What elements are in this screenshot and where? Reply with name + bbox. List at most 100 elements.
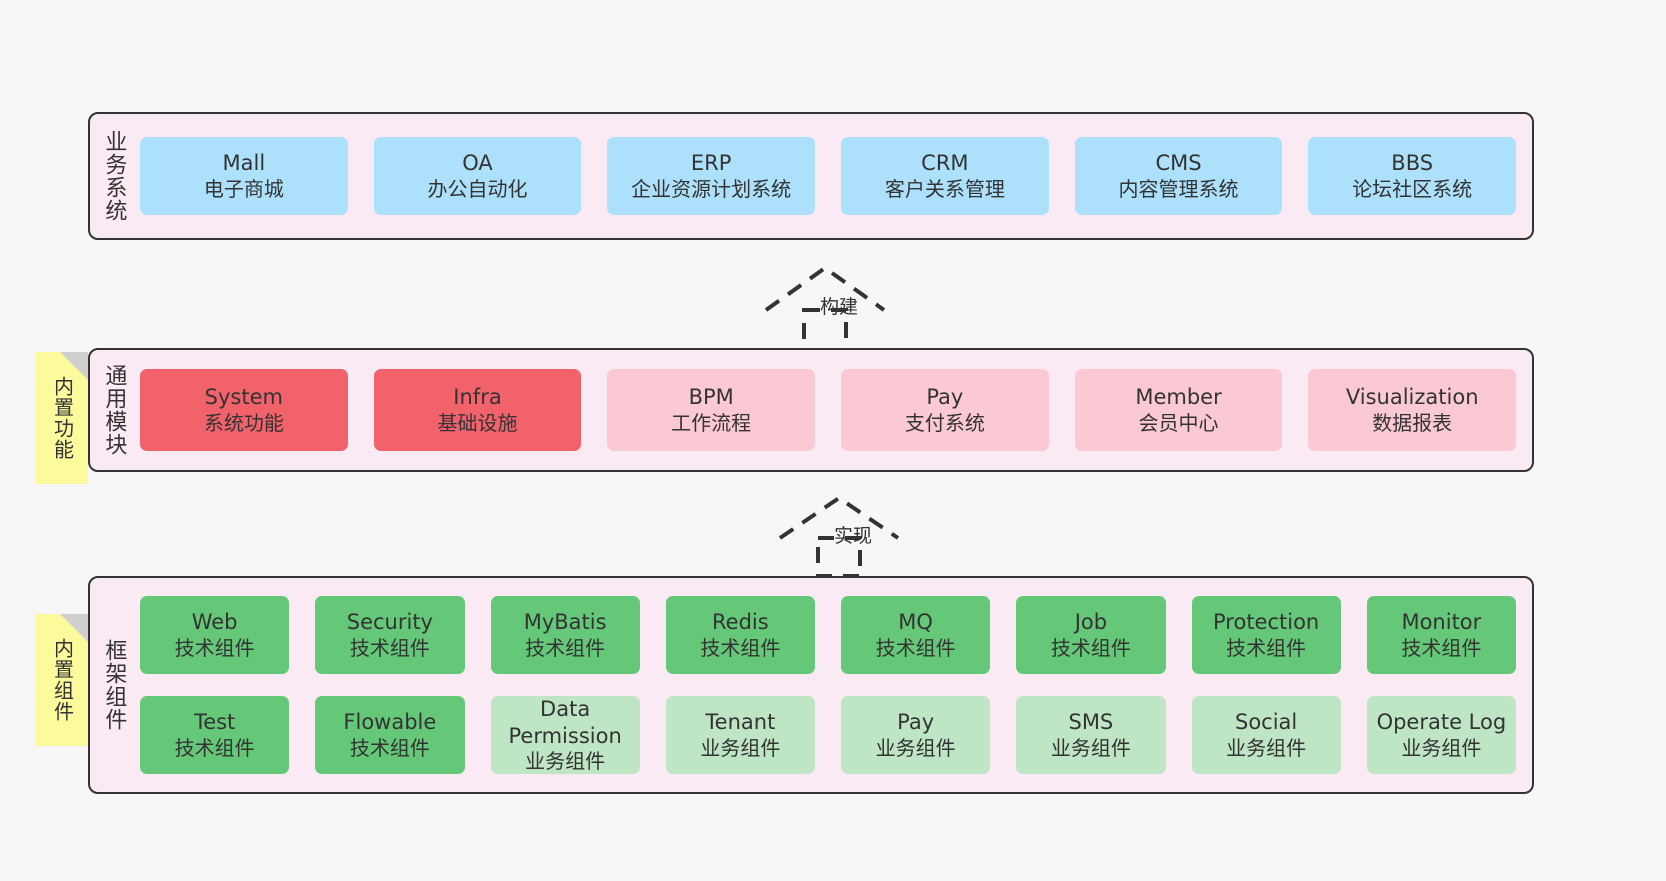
card-title-cn: 系统功能 <box>203 410 284 435</box>
card-title-en: Pay <box>926 385 964 410</box>
card-title-cn: 技术组件 <box>1401 635 1482 660</box>
card-web[interactable]: Web 技术组件 <box>140 596 290 674</box>
card-title-en: Data Permission <box>508 697 622 748</box>
card-security[interactable]: Security 技术组件 <box>315 596 465 674</box>
card-title-cn: 业务组件 <box>525 748 606 773</box>
card-title-en: Protection <box>1213 610 1320 635</box>
layer-framework-components: 框架组件 Web 技术组件 Security 技术组件 MyBatis 技术组件… <box>88 576 1534 794</box>
card-sms[interactable]: SMS 业务组件 <box>1016 696 1166 774</box>
card-title-en: Flowable <box>343 710 437 735</box>
card-title-cn: 技术组件 <box>1226 635 1307 660</box>
card-title-en: Web <box>191 610 238 635</box>
card-bpm[interactable]: BPM 工作流程 <box>607 369 816 451</box>
card-title-en: Monitor <box>1401 610 1482 635</box>
card-title-en: CMS <box>1155 151 1202 176</box>
module-card-row: System 系统功能 Infra 基础设施 BPM 工作流程 Pay 支付系统… <box>140 369 1517 451</box>
card-title-en: CRM <box>921 151 969 176</box>
card-title-en: ERP <box>690 151 732 176</box>
connector-implement-label: 实现 <box>834 525 873 547</box>
business-card-row: Mall 电子商城 OA 办公自动化 ERP 企业资源计划系统 CRM 客户关系… <box>140 137 1517 215</box>
card-title-en: Job <box>1074 610 1108 635</box>
card-title-cn: 支付系统 <box>904 410 985 435</box>
card-title-cn: 技术组件 <box>174 635 255 660</box>
connector-build-label: 构建 <box>820 296 859 318</box>
card-monitor[interactable]: Monitor 技术组件 <box>1366 596 1516 674</box>
card-title-cn: 业务组件 <box>1050 735 1131 760</box>
card-operate-log[interactable]: Operate Log 业务组件 <box>1366 696 1516 774</box>
card-title-cn: 企业资源计划系统 <box>631 176 792 201</box>
card-test[interactable]: Test 技术组件 <box>140 696 290 774</box>
card-pay-module[interactable]: Pay 支付系统 <box>841 369 1049 451</box>
sticky-note-label: 内置功能 <box>50 376 75 460</box>
card-protection[interactable]: Protection 技术组件 <box>1191 596 1341 674</box>
card-title-cn: 业务组件 <box>1401 735 1482 760</box>
card-title-cn: 业务组件 <box>700 735 781 760</box>
card-tenant[interactable]: Tenant 业务组件 <box>665 696 815 774</box>
implement-arrow-stem <box>816 536 862 578</box>
layer-body-modules: System 系统功能 Infra 基础设施 BPM 工作流程 Pay 支付系统… <box>136 350 1532 470</box>
card-title-en: BBS <box>1391 151 1434 176</box>
layer-body-framework: Web 技术组件 Security 技术组件 MyBatis 技术组件 Redi… <box>136 578 1532 792</box>
card-title-cn: 技术组件 <box>700 635 781 660</box>
card-bbs[interactable]: BBS 论坛社区系统 <box>1308 137 1517 215</box>
card-job[interactable]: Job 技术组件 <box>1016 596 1166 674</box>
card-infra[interactable]: Infra 基础设施 <box>373 369 582 451</box>
implement-arrowhead <box>778 495 900 540</box>
card-title-en: Pay <box>897 710 935 735</box>
card-cms[interactable]: CMS 内容管理系统 <box>1074 137 1283 215</box>
card-visualization[interactable]: Visualization 数据报表 <box>1308 369 1517 451</box>
card-title-en: Social <box>1234 710 1298 735</box>
card-crm[interactable]: CRM 客户关系管理 <box>841 137 1049 215</box>
card-mq[interactable]: MQ 技术组件 <box>841 596 991 674</box>
card-title-en: Visualization <box>1345 385 1479 410</box>
layer-body-business: Mall 电子商城 OA 办公自动化 ERP 企业资源计划系统 CRM 客户关系… <box>136 114 1532 238</box>
connector-build: 构建 <box>758 262 908 352</box>
card-title-en: Operate Log <box>1376 710 1507 735</box>
card-title-cn: 客户关系管理 <box>884 176 1005 201</box>
layer-business-systems: 业务系统 Mall 电子商城 OA 办公自动化 ERP 企业资源计划系统 CRM… <box>88 112 1534 240</box>
card-title-cn: 业务组件 <box>875 735 956 760</box>
card-data-permission[interactable]: Data Permission 业务组件 <box>490 696 640 774</box>
framework-card-row-tech: Web 技术组件 Security 技术组件 MyBatis 技术组件 Redi… <box>140 596 1516 674</box>
card-system[interactable]: System 系统功能 <box>140 369 348 451</box>
card-title-cn: 内容管理系统 <box>1118 176 1239 201</box>
sticky-note-label: 内置组件 <box>50 638 75 722</box>
card-title-cn: 技术组件 <box>349 735 430 760</box>
card-title-cn: 技术组件 <box>174 735 255 760</box>
card-title-cn: 工作流程 <box>671 410 752 435</box>
sticky-note-builtin-components: 内置组件 <box>36 614 88 746</box>
card-oa[interactable]: OA 办公自动化 <box>373 137 582 215</box>
card-title-cn: 会员中心 <box>1138 410 1219 435</box>
card-member[interactable]: Member 会员中心 <box>1074 369 1283 451</box>
card-title-cn: 技术组件 <box>1050 635 1131 660</box>
card-erp[interactable]: ERP 企业资源计划系统 <box>607 137 816 215</box>
layer-title-framework: 框架组件 <box>101 639 127 731</box>
card-title-en: BPM <box>688 385 734 410</box>
card-title-cn: 论坛社区系统 <box>1352 176 1473 201</box>
card-title-cn: 技术组件 <box>875 635 956 660</box>
card-title-en: OA <box>462 151 493 176</box>
card-title-en: Security <box>346 610 433 635</box>
layer-title-business: 业务系统 <box>101 130 127 222</box>
card-title-en: MyBatis <box>523 610 607 635</box>
card-redis[interactable]: Redis 技术组件 <box>665 596 815 674</box>
card-title-cn: 电子商城 <box>203 176 284 201</box>
card-mall[interactable]: Mall 电子商城 <box>140 137 348 215</box>
card-flowable[interactable]: Flowable 技术组件 <box>315 696 465 774</box>
card-title-cn: 办公自动化 <box>427 176 528 201</box>
card-title-en: SMS <box>1068 710 1114 735</box>
card-mybatis[interactable]: MyBatis 技术组件 <box>490 596 640 674</box>
card-title-en: MQ <box>898 610 933 635</box>
card-title-cn: 技术组件 <box>349 635 430 660</box>
card-title-en: Redis <box>712 610 769 635</box>
card-title-cn: 技术组件 <box>525 635 606 660</box>
card-title-cn: 业务组件 <box>1226 735 1307 760</box>
card-title-cn: 基础设施 <box>437 410 518 435</box>
card-social[interactable]: Social 业务组件 <box>1191 696 1341 774</box>
layer-title-modules: 通用模块 <box>101 364 127 456</box>
card-title-en: Tenant <box>705 710 776 735</box>
card-pay-component[interactable]: Pay 业务组件 <box>841 696 991 774</box>
sticky-note-builtin-functions: 内置功能 <box>36 352 88 484</box>
card-title-en: Member <box>1135 385 1222 410</box>
